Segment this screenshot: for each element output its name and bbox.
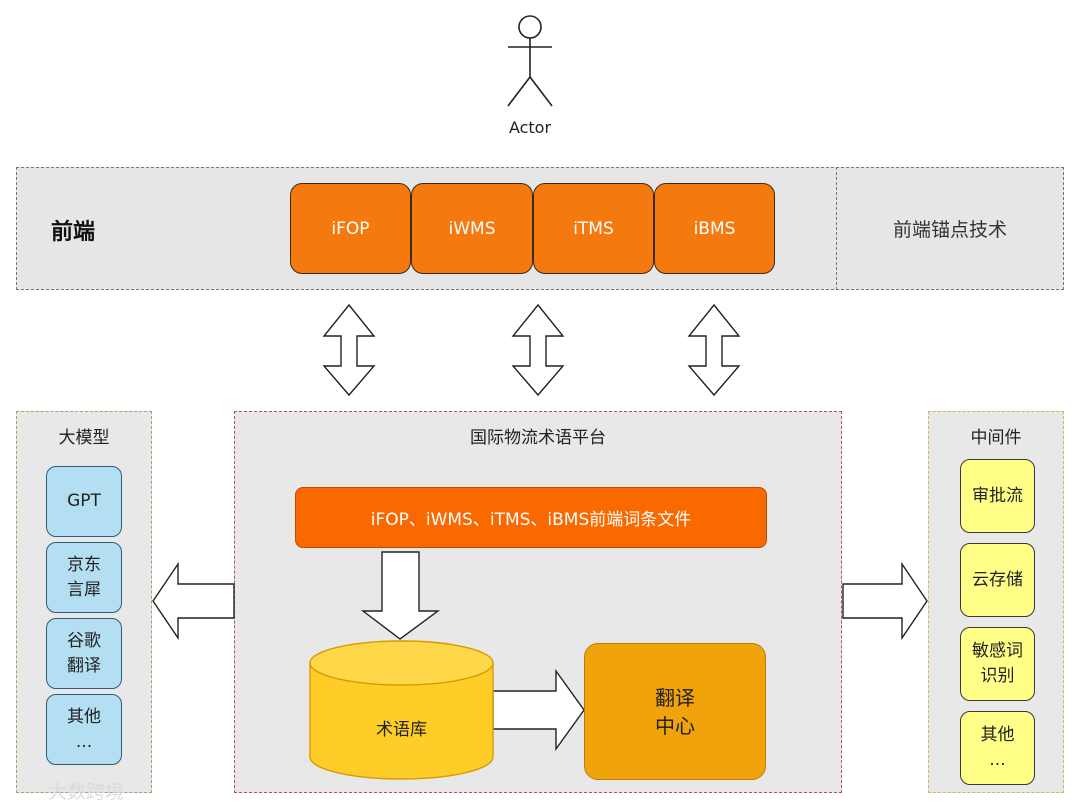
double-arrow-left — [322, 303, 376, 397]
platform-title: 国际物流术语平台 — [470, 427, 606, 448]
llm-panel-title: 大模型 — [58, 427, 110, 448]
middleware-item-line1: 云存储 — [972, 569, 1023, 590]
frontend-title: 前端 — [50, 220, 95, 245]
arrow-file-to-db — [360, 551, 441, 640]
system-box-ifop: iFOP — [290, 183, 411, 274]
term-db-label: 术语库 — [376, 719, 427, 740]
translation-center-line2: 中心 — [655, 713, 695, 738]
actor-label: Actor — [508, 117, 552, 137]
llm-item-line1: 谷歌 — [67, 630, 101, 651]
translation-center-box: 翻译 中心 — [584, 643, 766, 780]
middleware-item-cloud-storage: 云存储 — [960, 543, 1035, 617]
system-box-iwms: iWMS — [411, 183, 533, 274]
middleware-item-line1: 其他 — [980, 725, 1015, 746]
middleware-item-other: 其他 ... — [960, 711, 1035, 785]
translation-center-line1: 翻译 — [655, 685, 695, 710]
llm-item-line1: 其他 — [67, 706, 101, 727]
double-arrow-right — [687, 303, 741, 397]
system-box-itms: iTMS — [533, 183, 654, 274]
middleware-item-sensitive-words: 敏感词 识别 — [960, 627, 1035, 701]
frontend-anchor-label: 前端锚点技术 — [892, 219, 1007, 241]
llm-item-google: 谷歌 翻译 — [46, 618, 122, 689]
llm-item-line2: 言犀 — [67, 579, 101, 600]
actor-figure — [507, 15, 553, 107]
llm-item-gpt: GPT — [46, 466, 122, 537]
middleware-panel-title: 中间件 — [970, 427, 1022, 448]
llm-item-line1: GPT — [67, 491, 101, 512]
middleware-item-line2: 识别 — [980, 666, 1015, 686]
middleware-item-line1: 敏感词 — [972, 641, 1023, 662]
terms-file-box: iFOP、iWMS、iTMS、iBMS前端词条文件 — [295, 487, 767, 548]
middleware-item-line1: 审批流 — [972, 485, 1023, 506]
arrow-to-middleware — [842, 561, 928, 641]
double-arrow-middle — [511, 303, 565, 397]
frontend-divider — [836, 167, 837, 290]
llm-item-jd: 京东 言犀 — [46, 542, 122, 613]
arrow-db-to-center — [492, 668, 585, 752]
arrow-to-llm — [152, 561, 235, 641]
middleware-item-line2: ... — [989, 750, 1006, 770]
llm-item-line2: 翻译 — [67, 655, 101, 676]
term-db-cylinder — [309, 640, 494, 780]
llm-item-other: 其他 ... — [46, 694, 122, 765]
watermark: 大数跨境 — [47, 780, 124, 803]
middleware-item-approval: 审批流 — [960, 459, 1035, 533]
llm-item-line2: ... — [75, 731, 93, 752]
system-box-ibms: iBMS — [654, 183, 775, 274]
llm-item-line1: 京东 — [67, 554, 101, 575]
